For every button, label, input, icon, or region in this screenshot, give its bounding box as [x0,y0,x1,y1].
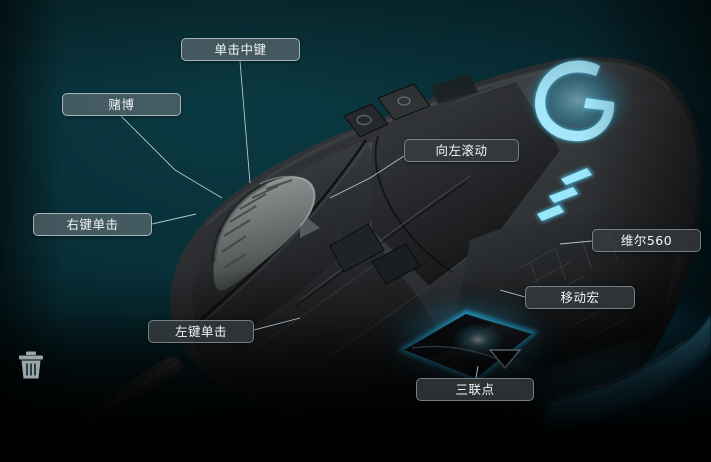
callout-triple-dot[interactable]: 三联点 [416,378,534,401]
trash-icon[interactable] [17,350,45,380]
callout-left-click[interactable]: 左键单击 [148,320,254,343]
callout-weier-560[interactable]: 维尔560 [592,229,701,252]
callout-gamble[interactable]: 赌博 [62,93,181,116]
callout-move-macro[interactable]: 移动宏 [525,286,635,309]
callout-scroll-left[interactable]: 向左滚动 [404,139,519,162]
callout-right-click[interactable]: 右键单击 [33,213,152,236]
callout-middle-click[interactable]: 单击中键 [181,38,300,61]
